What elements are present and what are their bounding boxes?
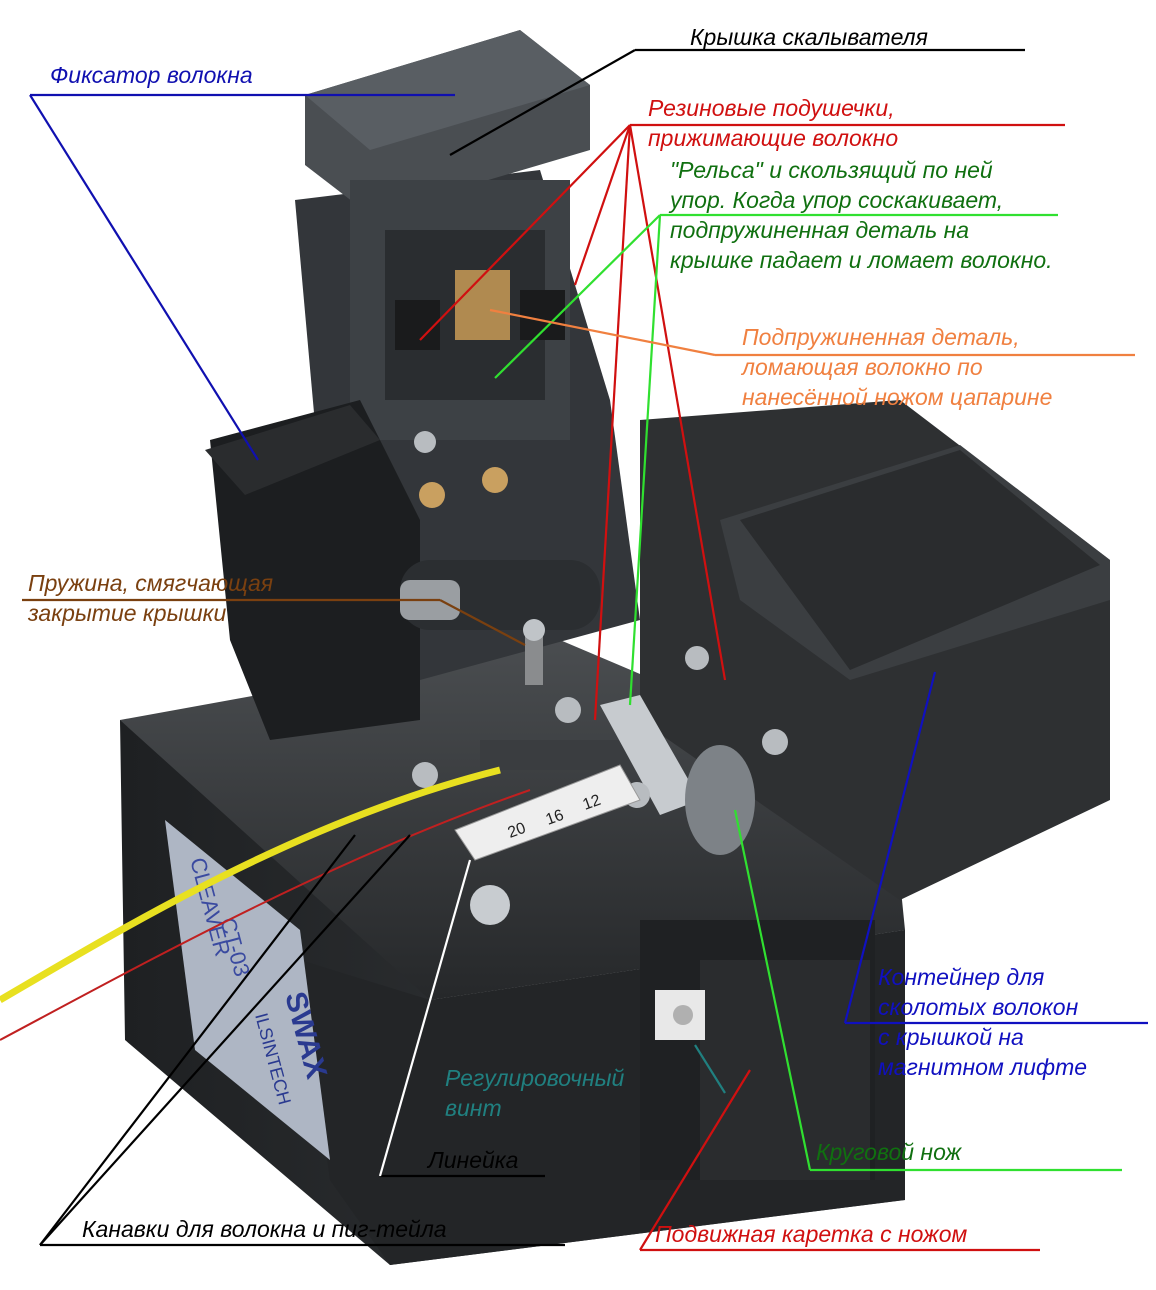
adjust-screw-head	[673, 1005, 693, 1025]
circular-knife	[685, 745, 755, 855]
side-label-panel	[165, 820, 330, 1160]
label-rail-line-3: подпружиненная деталь на	[670, 217, 970, 243]
screw-1	[419, 482, 445, 508]
label-fiber-clamp-text: Фиксатор волокна	[50, 62, 253, 88]
clamp-top	[205, 405, 380, 495]
label-rail-line-2: упор. Когда упор соскакивает,	[670, 187, 1004, 213]
label-container-line-4: магнитном лифте	[878, 1054, 1088, 1080]
base-screw-4	[762, 729, 788, 755]
label-spring-line-1: Пружина, смягчающая	[28, 570, 274, 596]
carriage-front	[700, 960, 870, 1180]
label-rail-line-1: "Рельса" и скользящий по ней	[670, 157, 993, 183]
label-ruler: Линейка	[428, 1145, 518, 1175]
label-adjust-screw: Регулировочный винт	[445, 1063, 624, 1123]
rail-plate	[480, 740, 630, 770]
label-circular-knife-text: Круговой нож	[816, 1139, 962, 1165]
spring-cap	[523, 619, 545, 641]
magnet-button	[470, 885, 510, 925]
brass-element	[455, 270, 510, 340]
label-container-line-1: Контейнер для	[878, 964, 1045, 990]
label-container: Контейнер для сколотых волокон с крышкой…	[878, 962, 1087, 1082]
label-rubber-pads-line-1: Резиновые подушечки,	[648, 95, 895, 121]
label-grooves: Канавки для волокна и пиг-тейла	[82, 1214, 447, 1244]
label-rail-line-4: крышке падает и ломает волокно.	[670, 247, 1053, 273]
ruler-mark-12: 12	[581, 792, 604, 814]
leader-lines	[22, 48, 1148, 1252]
screw-3	[414, 431, 436, 453]
label-rail: "Рельса" и скользящий по ней упор. Когда…	[670, 155, 1053, 275]
label-grooves-text: Канавки для волокна и пиг-тейла	[82, 1216, 447, 1242]
spring	[525, 630, 543, 685]
label-ruler-text: Линейка	[428, 1147, 519, 1173]
label-container-line-3: с крышкой на	[878, 1024, 1024, 1050]
label-spring-part: Подпружиненная деталь, ломающая волокно …	[742, 322, 1052, 412]
base-screw-5	[685, 646, 709, 670]
base-screw-2	[555, 697, 581, 723]
container-lid-top	[740, 450, 1100, 670]
label-spring-part-line-2: ломающая волокно по	[742, 354, 983, 380]
screw-2	[482, 467, 508, 493]
ruler-mark-20: 20	[506, 820, 529, 842]
label-carriage-text: Подвижная каретка с ножом	[655, 1221, 968, 1247]
label-fiber-clamp: Фиксатор волокна	[50, 60, 253, 90]
rail-guide	[600, 695, 700, 815]
base-screw-1	[412, 762, 438, 788]
label-adjust-screw-line-2: винт	[445, 1095, 502, 1121]
cover-top-face	[305, 30, 590, 150]
label-rubber-pads: Резиновые подушечки, прижимающие волокно	[648, 93, 898, 153]
label-spring-line-2: закрытие крышки	[28, 600, 227, 626]
label-cover-text: Крышка скалывателя	[690, 24, 928, 50]
label-rubber-pads-line-2: прижимающие волокно	[648, 125, 899, 151]
label-spring-part-line-1: Подпружиненная деталь,	[742, 324, 1020, 350]
rubber-pad-left	[395, 300, 440, 350]
label-spring: Пружина, смягчающая закрытие крышки	[28, 568, 273, 628]
label-adjust-screw-line-1: Регулировочный	[445, 1065, 625, 1091]
ruler-mark-16: 16	[544, 807, 567, 829]
ruler	[454, 764, 641, 861]
label-carriage: Подвижная каретка с ножом	[655, 1219, 967, 1249]
fiber-red	[0, 789, 531, 1041]
label-cover: Крышка скалывателя	[690, 22, 928, 52]
label-circular-knife: Круговой нож	[816, 1137, 961, 1167]
label-container-line-2: сколотых волокон	[878, 994, 1079, 1020]
fiber-yellow	[0, 766, 501, 1004]
label-spring-part-line-3: нанесённой ножом цапарине	[742, 384, 1053, 410]
